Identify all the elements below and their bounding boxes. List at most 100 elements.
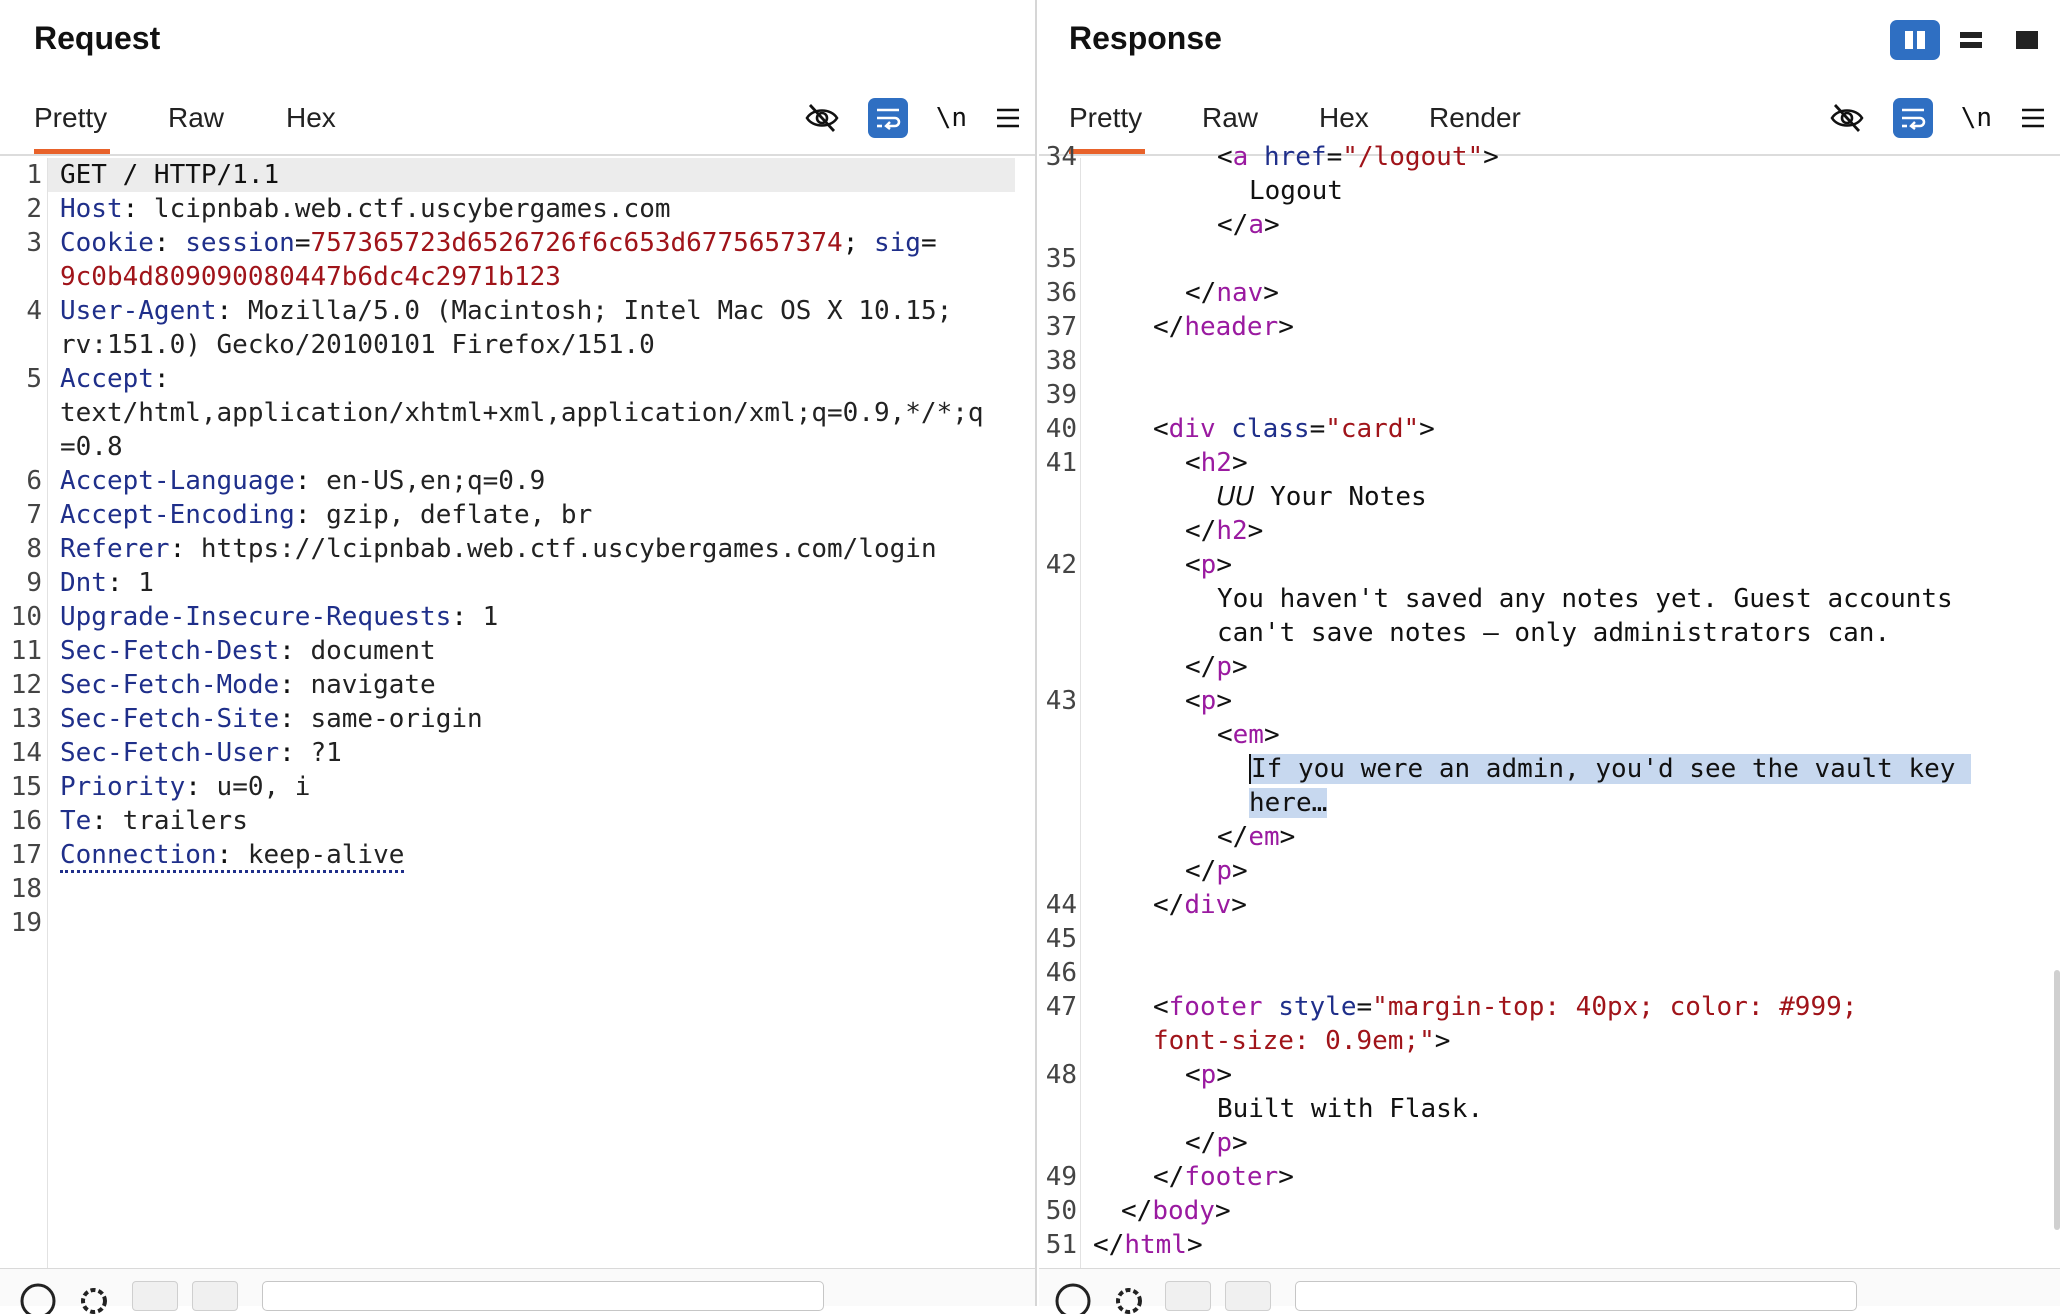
previous-button[interactable] [132,1281,178,1311]
html-tag: p [1200,686,1217,716]
response-tabs: Pretty Raw Hex Render [1039,88,2060,156]
code-line: 𝑈𝑈 Your Notes [1217,480,1427,514]
single-pane-icon[interactable] [2002,20,2052,60]
response-code[interactable]: <a href="/logout"> Logout </a> </nav> </… [1093,142,2050,1268]
html-tag: nav [1216,278,1264,308]
text-wrap-icon[interactable] [867,98,908,138]
request-tab-pretty[interactable]: Pretty [34,98,110,154]
code-line: </body> [1121,1196,1231,1226]
search-input[interactable] [262,1281,824,1311]
header-value: same-origin [294,704,483,734]
line-number: 43 [1045,686,1077,716]
header-value: navigate [294,670,436,700]
header-value: en-US,en;q=0.9 [310,466,546,496]
hamburger-menu-icon[interactable] [995,98,1021,138]
html-tag: p [1200,1060,1217,1090]
request-line: Accept-Language: en-US,en;q=0.9 [60,466,546,496]
code-line: </p> [1185,856,1248,886]
newline-toggle[interactable]: \n [1960,103,1992,133]
html-tag: p [1216,1128,1232,1158]
code-line: <p> [1185,1060,1232,1090]
gear-icon[interactable] [1109,1279,1149,1314]
layout-toggle [1890,20,2052,60]
request-tab-hex[interactable]: Hex [286,102,336,133]
header-key: Accept-Encoding [60,500,295,530]
html-tag: html [1124,1230,1187,1260]
header-key: Priority [60,772,186,802]
header-key: Dnt [60,568,107,598]
line-number: 44 [1045,890,1077,920]
header-key: Upgrade-Insecure-Requests [60,602,452,632]
html-attr-value: "/logout" [1342,142,1484,172]
request-line: Referer: https://lcipnbab.web.ctf.uscybe… [60,534,937,564]
code-line: </a> [1217,210,1280,240]
text-wrap-icon[interactable] [1892,98,1933,138]
line-number: 15 [10,772,42,802]
html-tag: div [1168,414,1216,444]
header-value: 1 [122,568,154,598]
hamburger-menu-icon[interactable] [2020,98,2046,138]
cookie-name: sig [874,228,921,258]
header-key: User-Agent [60,296,217,326]
newline-toggle[interactable]: \n [935,103,967,133]
request-code[interactable]: GET / HTTP/1.1 Host: lcipnbab.web.ctf.us… [48,158,1025,1268]
vertical-scrollbar[interactable] [2054,970,2060,1230]
html-tag: body [1152,1196,1215,1226]
request-line: Accept: [60,364,170,394]
next-button[interactable] [192,1281,238,1311]
line-number: 14 [10,738,42,768]
response-tab-hex[interactable]: Hex [1319,102,1369,133]
response-editor[interactable]: 34 35 36 37 38 39 40 41 42 43 44 45 46 4… [1039,142,2060,1268]
cookie-value: 9c0b4d809090080447b6dc4c2971b123 [60,262,561,292]
help-icon[interactable] [18,1279,58,1314]
request-line: 9c0b4d809090080447b6dc4c2971b123 [60,260,561,294]
request-line: GET / HTTP/1.1 [48,158,1015,192]
next-button[interactable] [1225,1281,1271,1311]
response-tab-pretty[interactable]: Pretty [1069,98,1145,154]
selected-text: here… [1249,788,1328,818]
response-tab-render[interactable]: Render [1429,102,1521,133]
header-value: gzip, deflate, br [310,500,593,530]
request-editor[interactable]: 1 2 3 4 5 6 7 8 9 10 11 12 13 14 15 16 1… [0,158,1035,1268]
response-tab-raw[interactable]: Raw [1202,102,1259,133]
header-key: Cookie [60,228,154,258]
header-value: =0.8 [60,432,123,462]
request-title: Request [34,20,161,56]
request-toolbar: \n [804,98,1021,138]
request-tab-raw[interactable]: Raw [168,102,225,133]
request-line: Host: lcipnbab.web.ctf.uscybergames.com [60,194,671,224]
previous-button[interactable] [1165,1281,1211,1311]
code-line: <div class="card"> [1153,414,1435,444]
help-icon[interactable] [1053,1279,1093,1314]
line-number: 11 [10,636,42,666]
line-number: 35 [1045,244,1077,274]
request-line: Dnt: 1 [60,568,154,598]
line-number: 1 [26,160,42,190]
header-key: Sec-Fetch-Site [60,704,280,734]
code-line: <p> [1185,550,1232,580]
code-text: 𝑈𝑈 Your Notes [1217,482,1427,512]
code-line: </header> [1153,312,1294,342]
request-line: Connection: keep-alive [60,838,405,873]
header-value: text/html,application/xhtml+xml,applicat… [60,398,984,428]
header-value: lcipnbab.web.ctf.uscybergames.com [138,194,671,224]
response-toolbar: \n [1829,98,2046,138]
split-rows-icon[interactable] [1946,20,1996,60]
html-tag: div [1184,890,1232,920]
search-input[interactable] [1295,1281,1857,1311]
code-line: You haven't saved any notes yet. Guest a… [1217,582,1953,616]
html-attr: href [1263,142,1327,172]
eye-slash-icon[interactable] [804,98,840,138]
code-line: Built with Flask. [1217,1092,1483,1126]
header-key: Accept-Language [60,466,295,496]
code-line: </p> [1185,652,1248,682]
gear-icon[interactable] [74,1279,114,1314]
request-line: Sec-Fetch-Dest: document [60,636,436,666]
html-tag: header [1184,312,1279,342]
split-columns-icon[interactable] [1890,20,1940,60]
line-number: 7 [26,500,42,530]
line-number: 18 [10,874,42,904]
header-key: Sec-Fetch-Dest [60,636,280,666]
eye-slash-icon[interactable] [1829,98,1865,138]
code-text: can't save notes — only administrators c… [1217,618,1891,648]
